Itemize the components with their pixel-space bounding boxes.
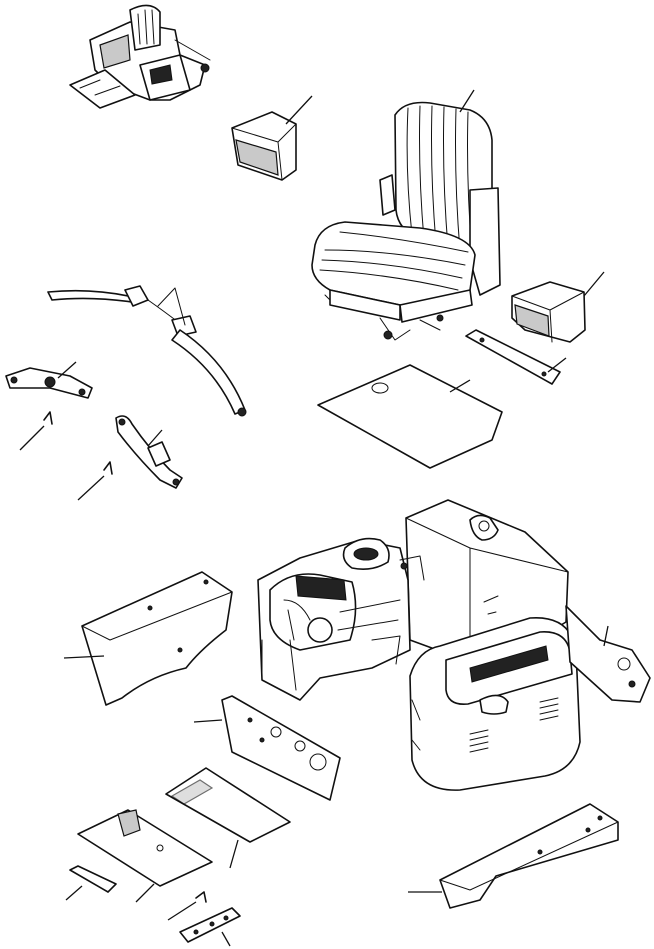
leader-line bbox=[603, 625, 609, 647]
leader-line bbox=[285, 95, 313, 125]
battery-box bbox=[409, 617, 581, 791]
operator-seat bbox=[311, 89, 501, 341]
leader-line bbox=[547, 357, 567, 373]
leader-line bbox=[449, 379, 471, 393]
seat-belt bbox=[47, 285, 247, 417]
leader-line bbox=[147, 429, 163, 447]
pin bbox=[19, 411, 113, 501]
leader-line bbox=[167, 901, 197, 921]
leader-line bbox=[459, 89, 475, 113]
leader-line bbox=[221, 931, 231, 947]
leader-line bbox=[229, 839, 239, 869]
leader-line bbox=[19, 425, 45, 451]
long-bracket-right bbox=[408, 803, 619, 909]
main-frame bbox=[257, 537, 425, 701]
seat-belt-buckle bbox=[115, 415, 183, 489]
leader-line bbox=[583, 271, 605, 297]
leader-line bbox=[193, 719, 223, 723]
leader-line bbox=[57, 361, 77, 379]
leader-line bbox=[135, 883, 155, 903]
seat-rail bbox=[465, 329, 567, 385]
fender-plate-left bbox=[63, 571, 233, 706]
seat-cushion-cover-upper bbox=[231, 95, 313, 181]
step-plate bbox=[65, 865, 155, 903]
floor-plate-upper bbox=[317, 364, 503, 469]
seat-mount-bracket bbox=[5, 361, 93, 399]
seat-cushion-cover-lower bbox=[511, 271, 605, 343]
locator-assembly bbox=[69, 4, 211, 109]
bracket-right bbox=[565, 605, 651, 703]
leader-line bbox=[77, 475, 105, 501]
leader-line bbox=[65, 885, 83, 901]
floor-plate-lower bbox=[77, 767, 291, 887]
leader-line bbox=[63, 655, 105, 659]
small-bracket bbox=[167, 891, 241, 947]
control-panel-plate bbox=[193, 695, 341, 801]
